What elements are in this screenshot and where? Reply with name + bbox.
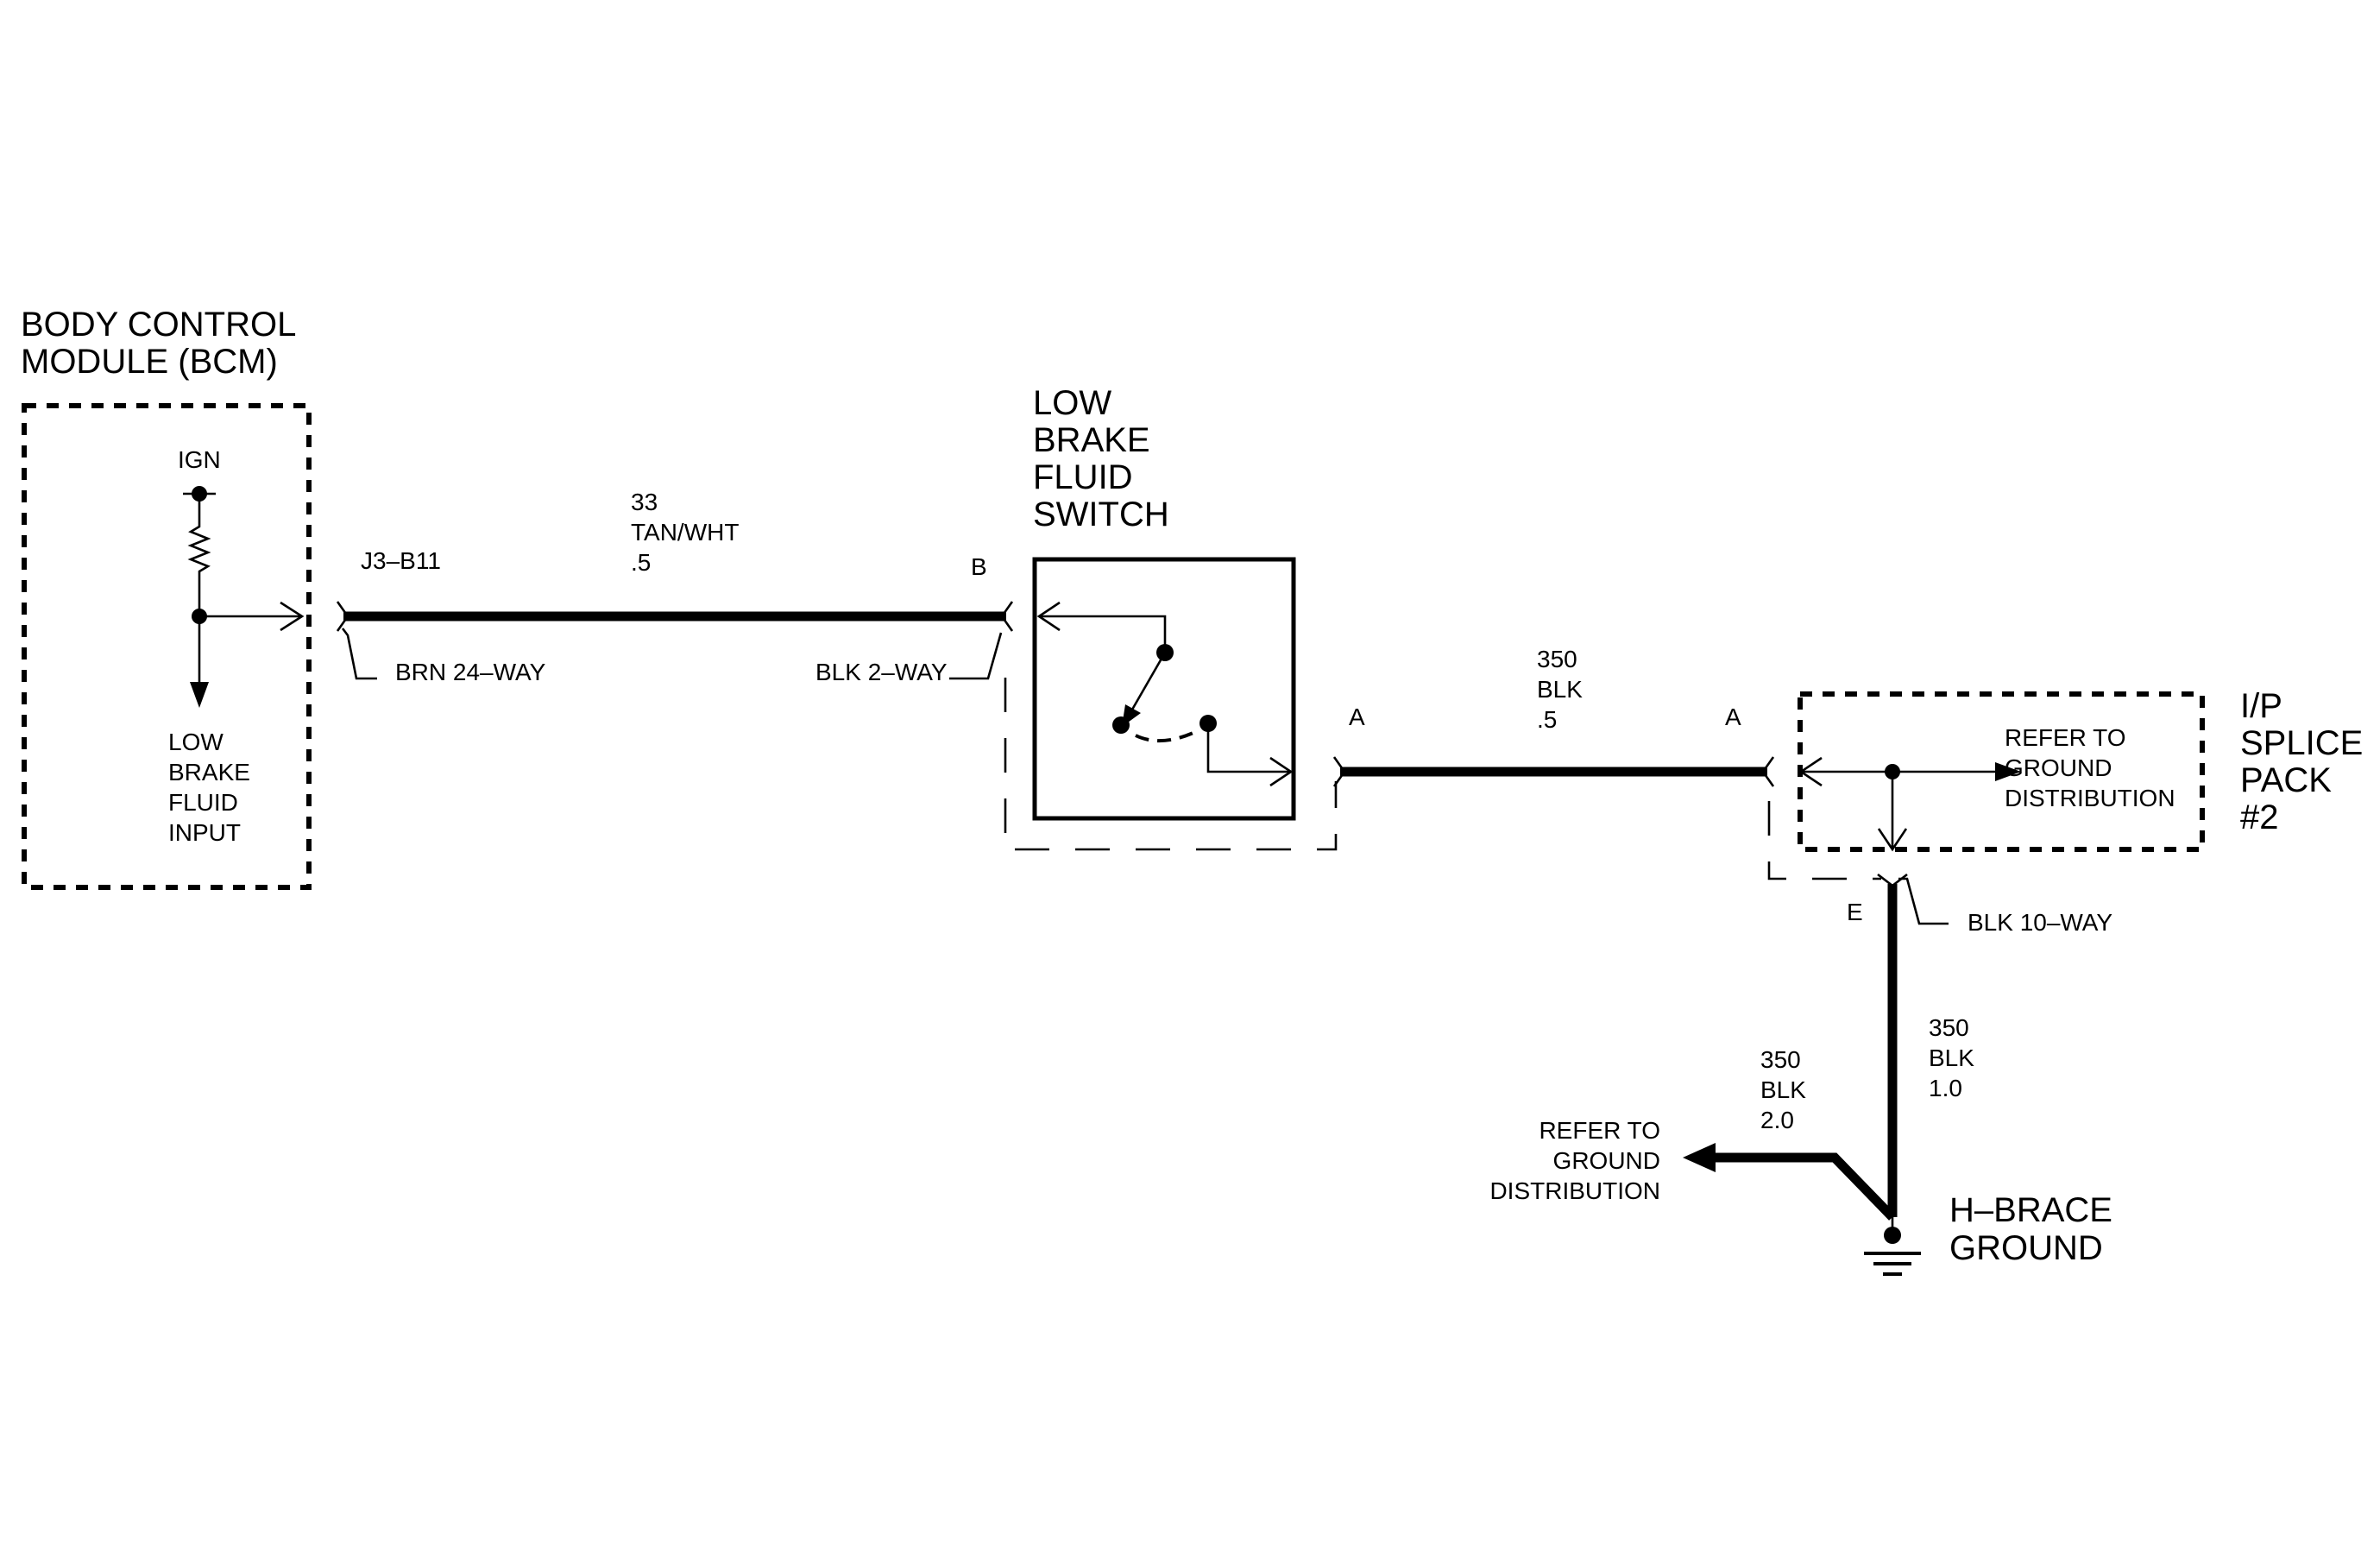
splice-pack-name-line1: I/P — [2240, 687, 2282, 725]
splice-refer-line2: GROUND — [2005, 754, 2112, 781]
splice-pack-name-line4: #2 — [2240, 798, 2279, 836]
connector-left-leader — [341, 628, 377, 680]
wire-350c — [1683, 1143, 1896, 1221]
wire-350a-pin-right: A — [1725, 704, 1741, 730]
switch-name-line2: BRAKE — [1033, 421, 1150, 459]
bcm-dashed-box — [22, 403, 312, 890]
wire-350c-gauge: 2.0 — [1760, 1107, 1794, 1133]
bcm-input-line2: BRAKE — [168, 759, 250, 786]
wire-350a — [1332, 756, 1775, 787]
wire-350a-pin-left: A — [1349, 704, 1365, 730]
ground-label-line2: GROUND — [1949, 1229, 2103, 1267]
wire-33-circuit: 33 — [631, 489, 658, 515]
wire-33 — [336, 601, 1014, 632]
wire-350a-color: BLK — [1537, 676, 1583, 703]
switch-name-line4: SWITCH — [1033, 495, 1169, 533]
splice-pack-name-line3: PACK — [2240, 761, 2332, 799]
switch-box — [1032, 557, 1296, 821]
wire-350c-color: BLK — [1760, 1076, 1806, 1103]
wire-350a-gauge: .5 — [1537, 706, 1557, 733]
wire-33-connector-left: BRN 24–WAY — [395, 659, 546, 685]
bcm-input-line1: LOW — [168, 729, 224, 755]
wire-33-color: TAN/WHT — [631, 519, 739, 546]
wire-33-pin-right: B — [971, 553, 987, 580]
wire-350a-circuit: 350 — [1537, 646, 1577, 672]
switch-name-line1: LOW — [1033, 384, 1111, 422]
wire-33-connector-right: BLK 2–WAY — [815, 659, 948, 685]
bcm-title-line2: MODULE (BCM) — [21, 343, 278, 381]
wire-350b-circuit: 350 — [1929, 1014, 1969, 1041]
wire-33-pin-left: J3–B11 — [361, 547, 441, 574]
splice-refer-line3: DISTRIBUTION — [2005, 785, 2175, 811]
bcm-title-line1: BODY CONTROL — [21, 306, 296, 344]
ground-ref-line3: DISTRIBUTION — [1489, 1177, 1660, 1204]
ground-icon — [1864, 1217, 1921, 1276]
wire-350b — [1877, 873, 1908, 1217]
switch-name-line3: FLUID — [1033, 458, 1133, 496]
wire-350c-circuit: 350 — [1760, 1046, 1801, 1073]
splice-pack-name-line2: SPLICE — [2240, 724, 2363, 762]
bcm-input-line4: INPUT — [168, 819, 241, 846]
connector-right-leader — [949, 632, 1003, 680]
ground-ref-line2: GROUND — [1553, 1147, 1660, 1174]
ground-label-line1: H–BRACE — [1949, 1191, 2112, 1229]
splice-connector-label: BLK 10–WAY — [1968, 909, 2112, 936]
bcm-ign-resistor — [183, 486, 305, 708]
wire-33-gauge: .5 — [631, 549, 651, 576]
bcm-ign-label: IGN — [178, 446, 221, 473]
switch-connector-dashed — [1004, 678, 1338, 851]
splice-connector-leader — [1898, 877, 1949, 925]
wire-350b-color: BLK — [1929, 1044, 1974, 1071]
wire-350b-gauge: 1.0 — [1929, 1075, 1962, 1101]
bcm-input-line3: FLUID — [168, 789, 238, 816]
splice-pack-bus — [1798, 756, 2021, 852]
splice-pin-e: E — [1847, 899, 1863, 925]
ground-ref-line1: REFER TO — [1539, 1117, 1660, 1144]
splice-refer-line1: REFER TO — [2005, 724, 2126, 751]
switch-contacts — [1036, 601, 1294, 787]
splice-connector-dashed — [1767, 801, 1881, 880]
